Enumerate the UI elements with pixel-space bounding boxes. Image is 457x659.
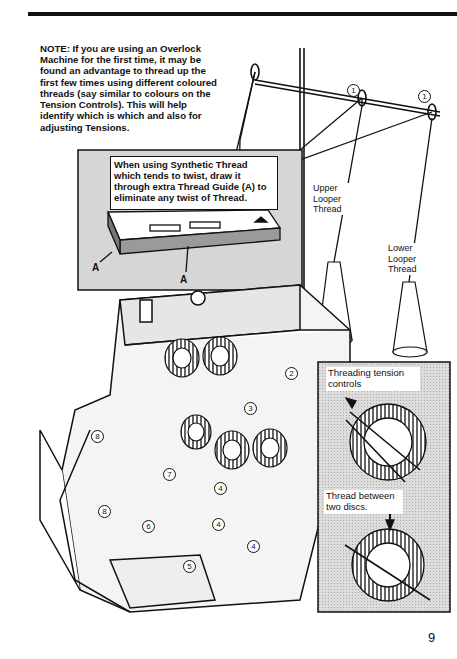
callout-number: 8 [91, 430, 104, 443]
thread-guide-bar [100, 210, 280, 272]
guide-label: A [92, 262, 99, 273]
callout-number: 1 [418, 90, 431, 103]
inset-box: Threading tension controlsThread between… [318, 362, 450, 612]
guide-label: A [180, 274, 187, 285]
callout-number: 7 [163, 468, 176, 481]
inset-panel [318, 362, 450, 612]
callout-number: 4 [247, 540, 260, 553]
callout-number: 4 [214, 482, 227, 495]
top-rule [28, 12, 457, 16]
callout-number: 5 [183, 560, 196, 573]
callout-number: 4 [212, 518, 225, 531]
note-box: When using Synthetic Thread which tends … [110, 156, 278, 210]
inset-text: Threading tension controls [326, 367, 420, 391]
thread-label: Upper Looper Thread [312, 183, 366, 215]
tension-dials [165, 337, 287, 469]
note-text: NOTE: If you are using an Overlock Machi… [40, 43, 218, 133]
callout-number: 2 [285, 367, 298, 380]
page-number: 9 [428, 630, 435, 645]
callout-number: 3 [244, 402, 257, 415]
thread-label: Lower Looper Thread [387, 243, 441, 275]
inset-text: Thread between two discs. [324, 490, 403, 514]
callout-number: 8 [98, 505, 111, 518]
inset-panel [78, 150, 302, 290]
callout-number: 6 [142, 520, 155, 533]
machine-body [40, 285, 350, 612]
callout-number: 1 [347, 84, 360, 97]
inset-text: When using Synthetic Thread which tends … [114, 160, 274, 204]
